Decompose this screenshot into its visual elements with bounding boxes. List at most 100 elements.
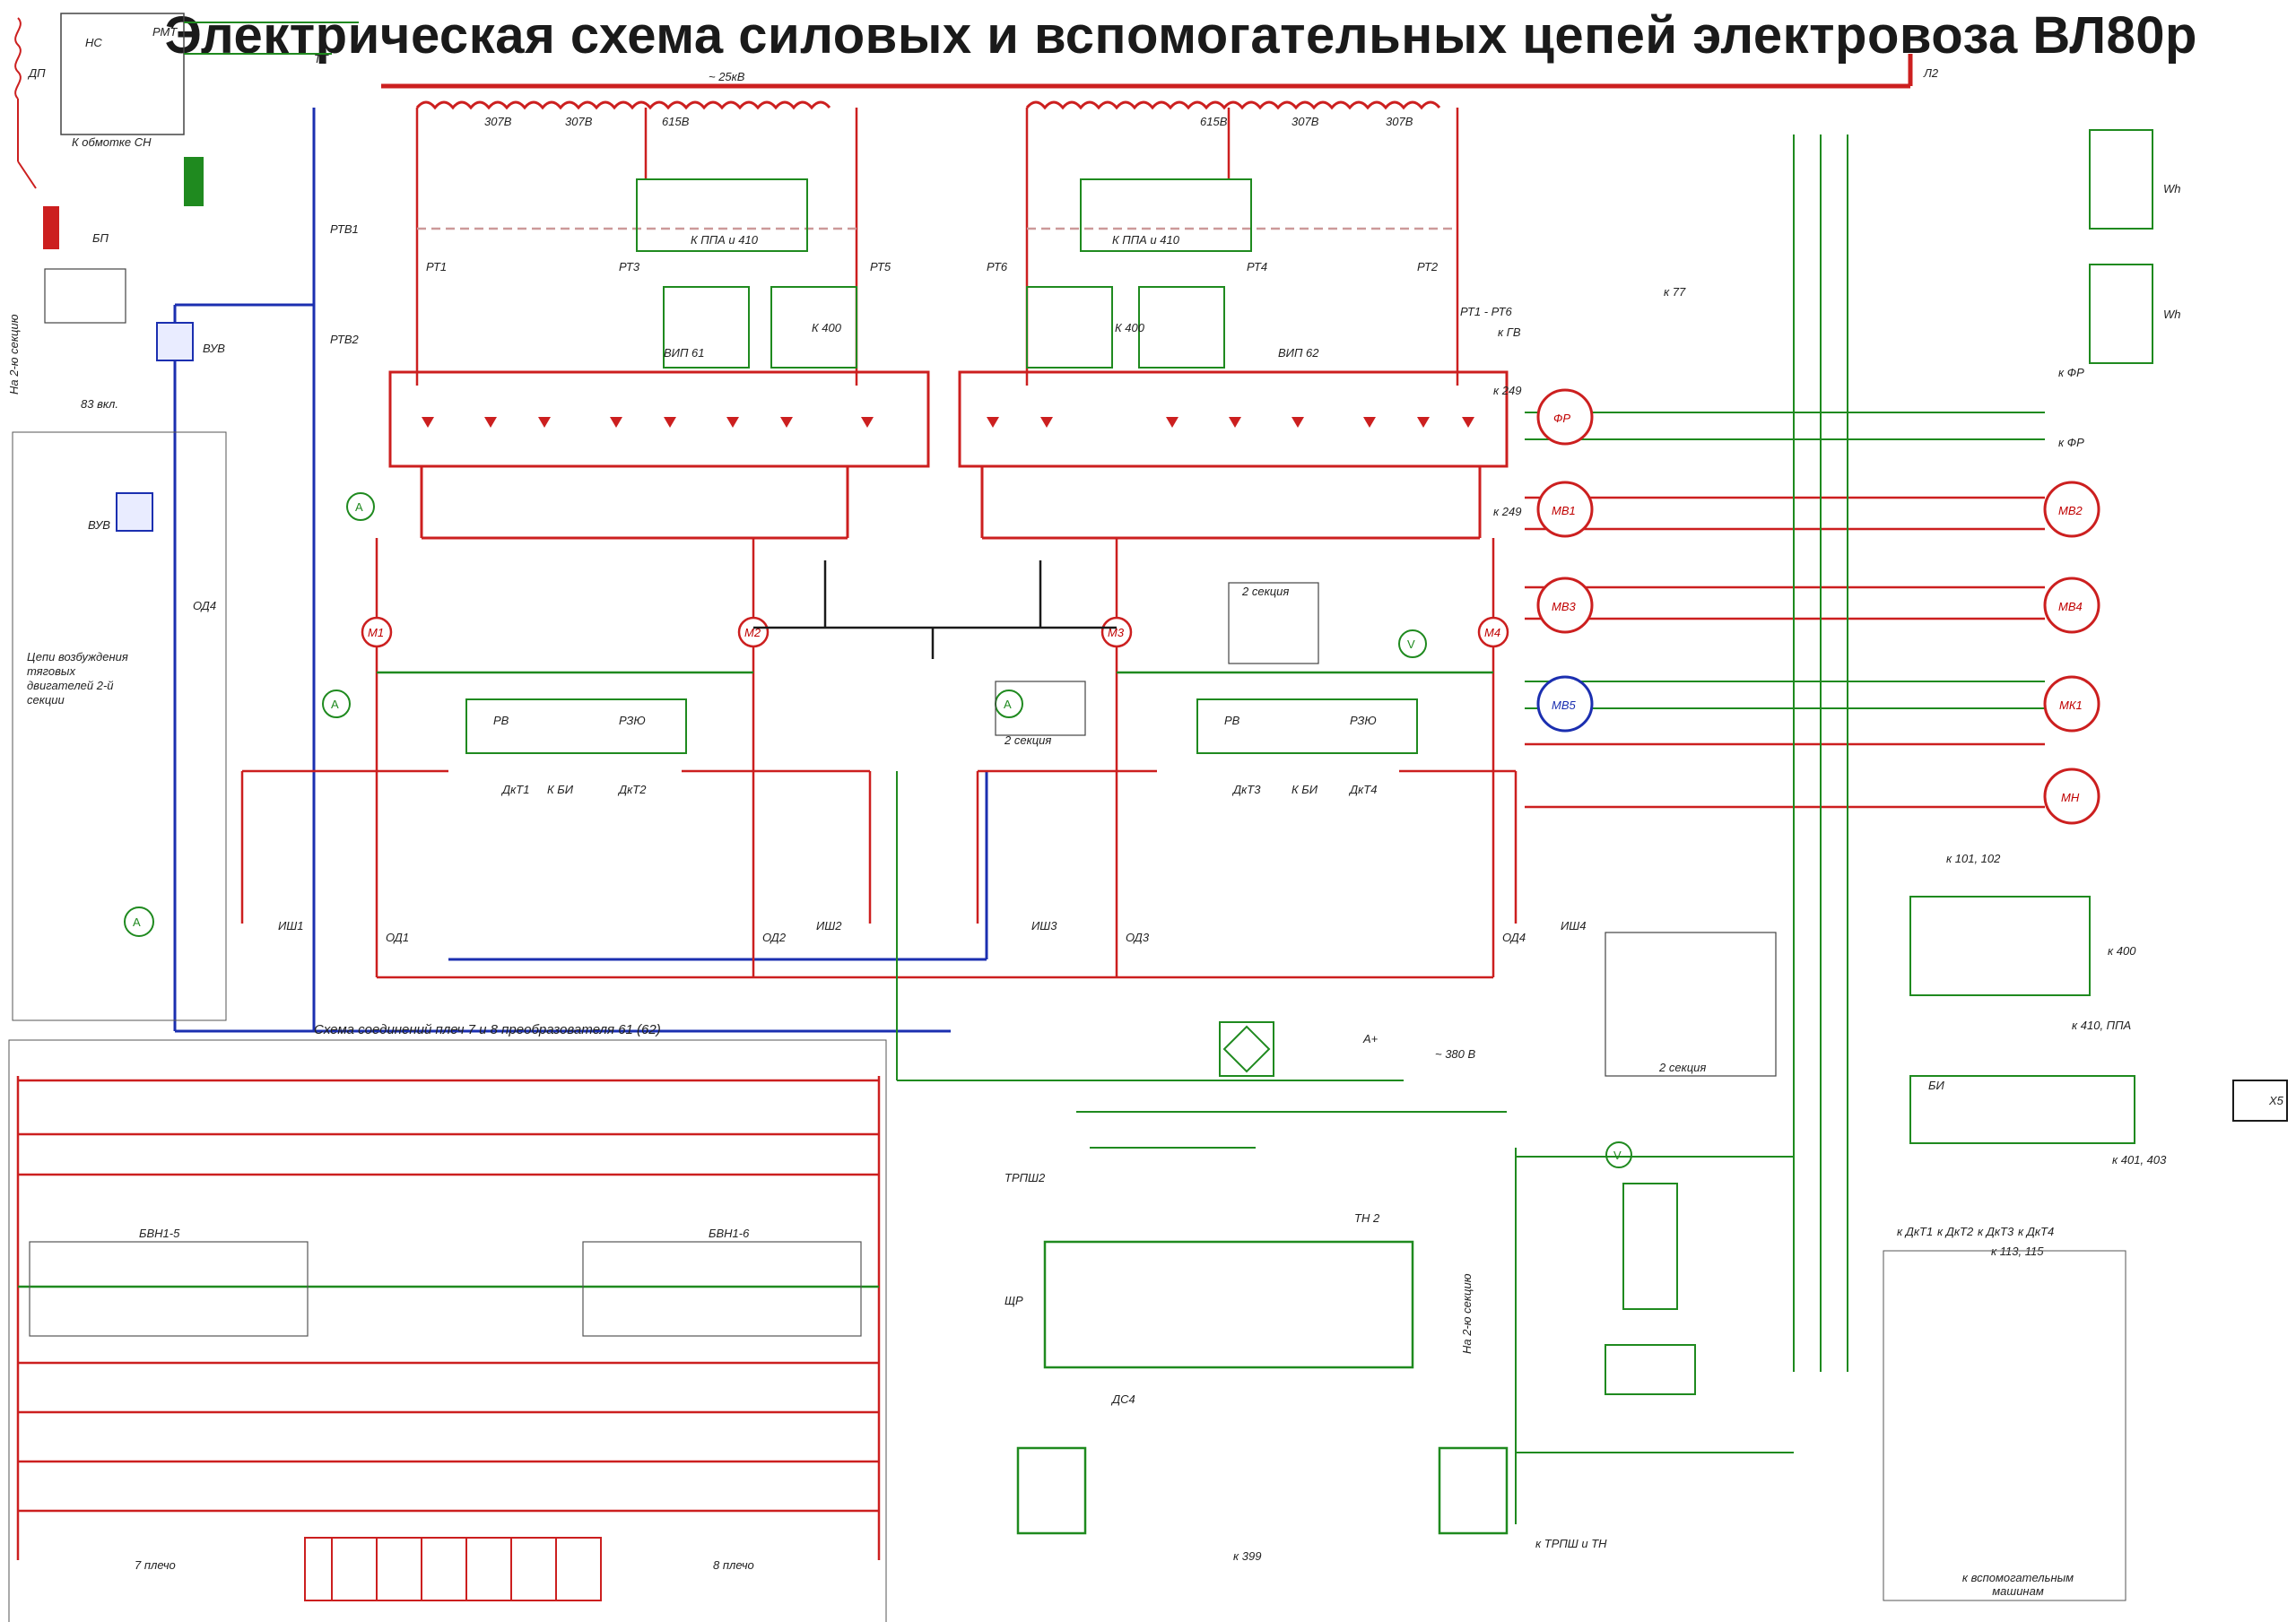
tap-307v-c: 307В — [1292, 115, 1319, 128]
m1-label: М1 — [368, 626, 384, 639]
mv3-label: МВ3 — [1552, 600, 1577, 613]
m2-label: М2 — [744, 626, 761, 639]
tn2-label: ТН 2 — [1354, 1211, 1380, 1225]
vip61-label: ВИП 61 — [664, 346, 704, 360]
voltmeter-80: V — [1398, 629, 1427, 658]
mv4-label: МВ4 — [2058, 600, 2083, 613]
bi-label: БИ — [1928, 1079, 1944, 1092]
excitation-wiring — [173, 108, 988, 1033]
mv1-label: МВ1 — [1552, 504, 1576, 517]
k249-label-bottom: к 249 — [1493, 505, 1521, 518]
vuv-label-bottom: ВУВ — [88, 518, 110, 532]
rt5-label: РТ5 — [870, 260, 891, 273]
sek2-label-block60: 2 секция — [1658, 1061, 1706, 1074]
pantograph-block — [14, 17, 37, 189]
rtv2-label: РТВ2 — [330, 333, 360, 346]
block-61 — [1016, 1446, 1087, 1535]
k401-403-label: к 401, 403 — [2112, 1153, 2167, 1167]
k-ppa-410-right: К ППА и 410 — [1112, 233, 1180, 247]
fuse-57 — [43, 206, 59, 249]
trpsh2-label: ТРПШ2 — [1004, 1171, 1046, 1184]
ammeter-92: A — [346, 492, 375, 521]
od4-label-left: ОД4 — [193, 599, 216, 612]
k-ppa-410-left: К ППА и 410 — [691, 233, 759, 247]
dkt3-label: ДкТ3 — [1231, 783, 1261, 796]
ish3-label: ИШ3 — [1031, 919, 1057, 932]
od1-label: ОД1 — [386, 931, 409, 944]
bvn16-label: БВН1-6 — [709, 1227, 750, 1240]
k400-right: К 400 — [1115, 321, 1145, 334]
tap-615v-b: 615В — [1200, 115, 1228, 128]
rv-label-left: РВ — [493, 714, 509, 727]
resistor-stack-173 — [1605, 1183, 1696, 1395]
od2-label: ОД2 — [762, 931, 787, 944]
rtv1-label: РТВ1 — [330, 222, 359, 236]
k-fr-label-top: к ФР — [2058, 366, 2084, 379]
bvn15-label: БВН1-5 — [139, 1227, 180, 1240]
rt3-label: РТ3 — [619, 260, 640, 273]
svg-text:A: A — [355, 500, 363, 514]
rzyu-label-left: РЗЮ — [619, 714, 646, 727]
shr-label: ЩР — [1004, 1294, 1023, 1307]
rv-block-left — [465, 698, 687, 754]
block-60-right — [1909, 896, 2091, 996]
svg-text:V: V — [1407, 638, 1415, 651]
svg-text:V: V — [1613, 1149, 1622, 1162]
wh-label-384: Wh — [2163, 182, 2181, 195]
ns-box — [60, 13, 185, 135]
bp-label: БП — [92, 231, 109, 245]
kdkt4-label: к ДкТ4 — [2018, 1225, 2054, 1238]
rt6-label: РТ6 — [987, 260, 1008, 273]
rv-label-right: РВ — [1224, 714, 1240, 727]
m4-label: М4 — [1484, 626, 1500, 639]
block-60-sek2 — [1605, 932, 1777, 1077]
rt16-label: РТ1 - РТ6 — [1460, 305, 1513, 318]
fr-label: ФР — [1553, 412, 1570, 425]
tap-615v-a: 615В — [662, 115, 690, 128]
page-title: Электрическая схема силовых и вспомогате… — [164, 6, 2197, 65]
meter-383 — [2089, 264, 2153, 364]
machine-mv5: МВ5 — [1536, 675, 1594, 733]
ammeter-99-glyph: A — [133, 915, 141, 929]
machine-mk1: МК1 — [2043, 675, 2100, 733]
od3-label: ОД3 — [1126, 931, 1150, 944]
dp-label: ДП — [27, 66, 46, 80]
k77-label: к 77 — [1664, 285, 1686, 299]
ammeter-94: A — [995, 690, 1023, 718]
vuv-box-top — [156, 322, 194, 361]
switch-19-20 — [753, 560, 1117, 659]
pl7-label: 7 плечо — [135, 1558, 176, 1572]
tap-307v-b: 307В — [565, 115, 593, 128]
tt-label: ТТ — [314, 52, 329, 65]
rt2-label: РТ2 — [1417, 260, 1439, 273]
k400-left: К 400 — [812, 321, 842, 334]
k101-102-label: к 101, 102 — [1946, 852, 2001, 865]
aux-transformer-wiring — [896, 771, 1794, 1524]
scheme-7-8-label: Схема соединений плеч 7 и 8 преобразоват… — [314, 1022, 661, 1037]
m3-label: М3 — [1108, 626, 1125, 639]
kdkt2-label: к ДкТ2 — [1937, 1225, 1974, 1238]
rectifier-vip61 — [388, 370, 930, 540]
aux-machines-bus — [1525, 496, 2045, 809]
k-obmotke-sn-label: К обмотке СН — [72, 135, 152, 149]
svg-text:A: A — [331, 698, 339, 711]
traction-motors-wiring — [240, 538, 1518, 979]
rzyu-label-right: РЗЮ — [1350, 714, 1377, 727]
bvn15-box — [29, 1241, 309, 1337]
k-bi-left: К БИ — [547, 783, 574, 796]
arrester-5 — [184, 157, 204, 206]
transformer-windings — [415, 100, 1441, 110]
machine-mv1: МВ1 — [1536, 481, 1594, 538]
machine-mv3: МВ3 — [1536, 577, 1594, 634]
machine-mv2: МВ2 — [2043, 481, 2100, 538]
k-gv-label: к ГВ — [1498, 325, 1521, 339]
connector-x5 — [2232, 1080, 2288, 1122]
transformer-taps — [415, 108, 1459, 386]
shr-block — [1043, 1240, 1414, 1369]
sek2-box-mid — [995, 681, 1086, 736]
motor-m3: М3 — [1100, 616, 1133, 648]
mk1-label: МК1 — [2059, 698, 2083, 712]
thyristors — [422, 417, 1474, 428]
na2sek-label: На 2-ю секцию — [7, 314, 21, 395]
